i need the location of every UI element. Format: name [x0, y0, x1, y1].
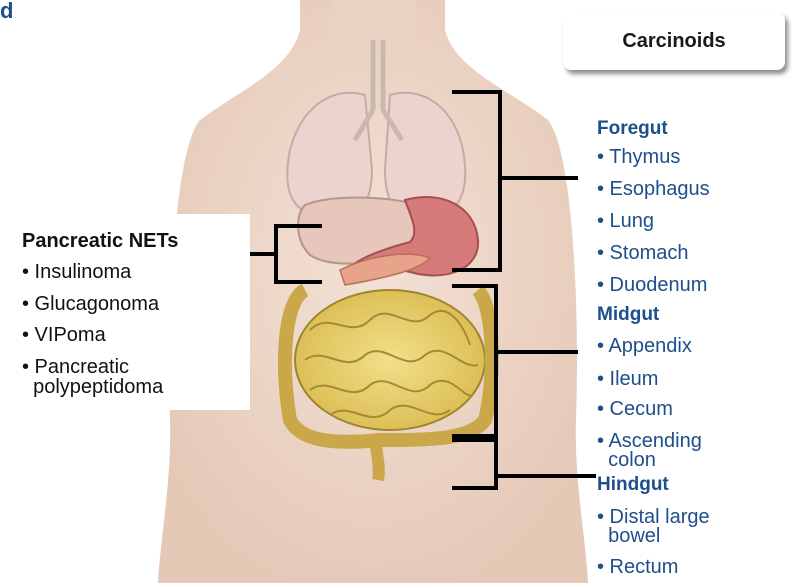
midgut-item: • Ileum — [597, 370, 658, 389]
hindgut-title: Hindgut — [597, 474, 669, 496]
midgut-item: • Ascending colon — [597, 432, 702, 470]
pancreatic-nets-title: Pancreatic NETs — [22, 230, 178, 253]
foregut-item: • Duodenum — [597, 276, 707, 295]
pnet-item: • VIPoma — [22, 325, 106, 345]
hindgut-item: • Rectum — [597, 558, 678, 577]
pnet-item: • Pancreatic polypeptidoma — [22, 357, 163, 397]
foregut-item: • Esophagus — [597, 180, 710, 199]
midgut-item: • Cecum — [597, 400, 673, 419]
carcinoids-header: Carcinoids — [563, 12, 785, 70]
midgut-item: • Appendix — [597, 337, 692, 356]
foregut-title: Foregut — [597, 118, 668, 140]
foregut-item: • Thymus — [597, 148, 680, 167]
pnet-item: • Insulinoma — [22, 262, 131, 282]
midgut-title: Midgut — [597, 304, 659, 326]
foregut-item: • Stomach — [597, 244, 688, 263]
foregut-item: • Lung — [597, 212, 654, 231]
carcinoids-title: Carcinoids — [622, 30, 725, 53]
rectum — [375, 440, 379, 480]
hindgut-item: • Distal large bowel — [597, 508, 710, 546]
pnet-item: • Glucagonoma — [22, 294, 159, 314]
